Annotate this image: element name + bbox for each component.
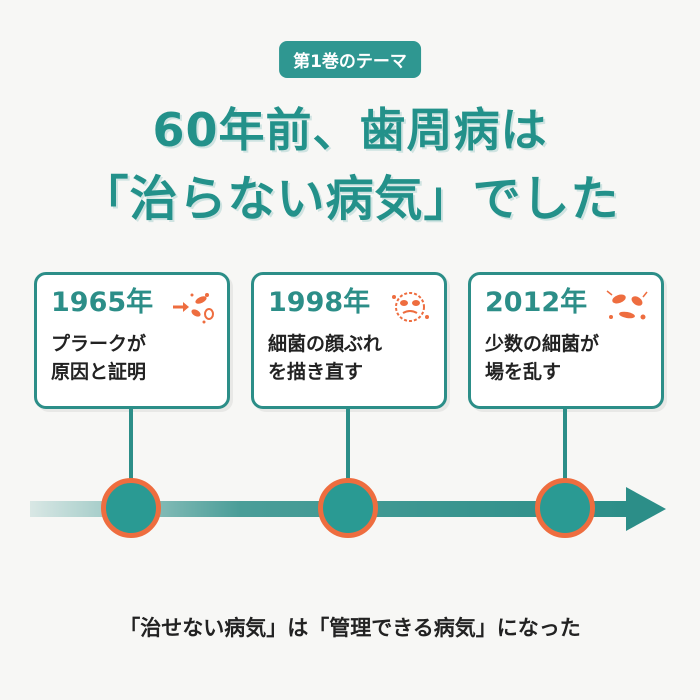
timeline-card-1998: 1998年 細菌の顔ぶれ を描き直す (251, 272, 447, 409)
timeline-node (318, 478, 378, 538)
card-desc-line-1: プラークが (51, 333, 147, 356)
card-desc-line-1: 少数の細菌が (485, 333, 600, 356)
headline-line-1: 60年前、歯周病は (152, 103, 548, 157)
headline-line-2: 「治らない病気」でした (80, 171, 620, 227)
bacteria-arrow-icon (173, 293, 214, 324)
bacteria-face-icon (392, 292, 429, 322)
timeline-card-1965: 1965年 プラークが 原因と証明 (34, 272, 230, 409)
card-description: プラークが 原因と証明 (51, 331, 213, 386)
card-description: 少数の細菌が 場を乱す (485, 331, 647, 386)
card-year: 2012年 (485, 287, 588, 318)
card-desc-line-2: 原因と証明 (51, 360, 147, 383)
timeline-node (101, 478, 161, 538)
card-description: 細菌の顔ぶれ を描き直す (268, 331, 430, 386)
timeline-connector (346, 409, 350, 481)
card-desc-line-1: 細菌の顔ぶれ (268, 333, 383, 356)
conclusion-text: 「治せない病気」は「管理できる病気」になった (119, 616, 581, 640)
timeline-card-2012: 2012年 少数の細菌が 場を乱す (468, 272, 664, 409)
bacteria-cluster-icon (606, 290, 648, 320)
card-desc-line-2: を描き直す (268, 360, 364, 383)
arrow-head-icon (626, 487, 666, 531)
timeline-node (535, 478, 595, 538)
card-year: 1965年 (51, 287, 154, 318)
timeline-connector (129, 409, 133, 481)
card-year: 1998年 (268, 287, 371, 318)
card-desc-line-2: 場を乱す (485, 360, 562, 383)
timeline-connector (563, 409, 567, 481)
theme-badge: 第1巻のテーマ (279, 41, 421, 78)
